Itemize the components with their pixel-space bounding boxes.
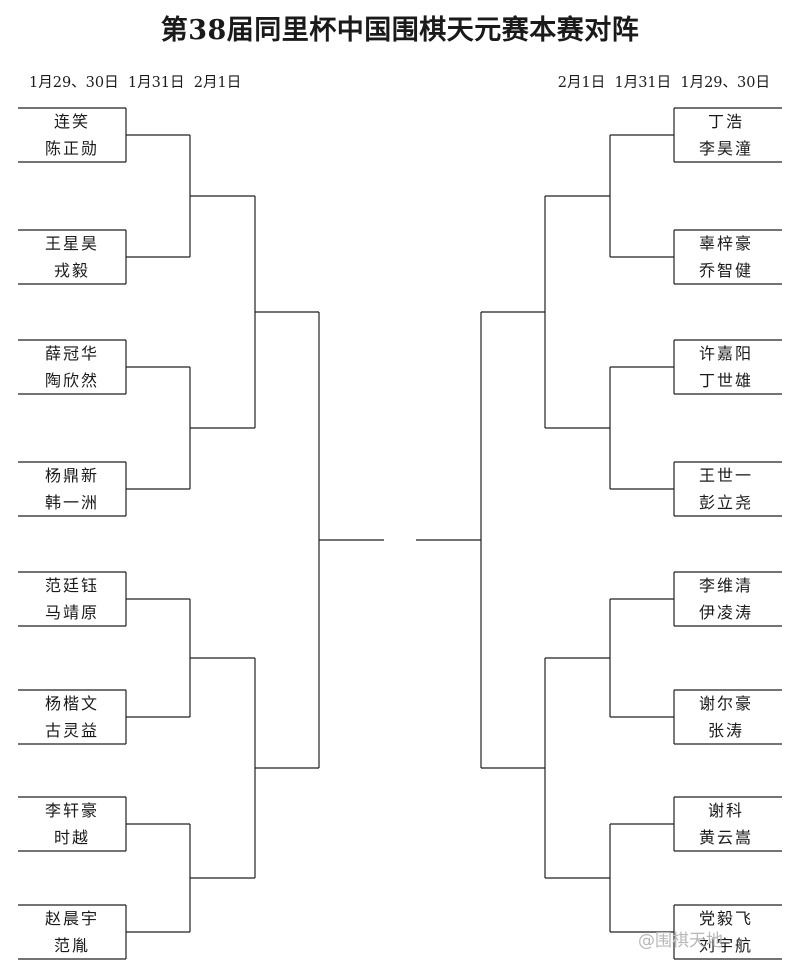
player-name: 马靖原 xyxy=(44,603,99,622)
player-name: 丁浩 xyxy=(707,112,744,131)
player-name: 李昊潼 xyxy=(698,139,753,158)
player-name: 韩一洲 xyxy=(44,493,99,512)
round-dates-left: 1月29、30日 1月31日 2月1日 xyxy=(29,75,242,91)
player-name: 杨楷文 xyxy=(44,694,99,713)
watermark: @围棋天地 xyxy=(638,931,723,951)
player-name: 杨鼎新 xyxy=(44,466,99,485)
player-name: 彭立尧 xyxy=(698,493,753,512)
player-name: 丁世雄 xyxy=(698,371,753,390)
page-title: 第38届同里杯中国围棋天元赛本赛对阵 xyxy=(160,15,640,46)
player-name: 许嘉阳 xyxy=(698,344,753,363)
player-name: 陈正勋 xyxy=(44,139,99,158)
player-name: 党毅飞 xyxy=(698,909,753,928)
player-name: 王星昊 xyxy=(44,234,99,253)
player-name: 范胤 xyxy=(53,936,90,955)
player-name: 谢尔豪 xyxy=(698,694,753,713)
player-name: 李轩豪 xyxy=(44,801,99,820)
player-name: 古灵益 xyxy=(44,721,99,740)
player-name: 赵晨宇 xyxy=(44,909,99,928)
player-name: 李维清 xyxy=(698,576,753,595)
player-name: 时越 xyxy=(53,828,90,847)
player-name: 谢科 xyxy=(707,801,744,820)
player-name: 陶欣然 xyxy=(44,371,99,390)
player-name: 连笑 xyxy=(53,112,90,131)
round-dates-right: 2月1日 1月31日 1月29、30日 xyxy=(557,75,770,91)
player-name: 薛冠华 xyxy=(44,344,99,363)
player-name: 戎毅 xyxy=(53,261,90,280)
player-name: 辜梓豪 xyxy=(698,234,753,253)
player-name: 乔智健 xyxy=(698,261,753,280)
player-name: 张涛 xyxy=(707,721,744,740)
player-name: 王世一 xyxy=(698,466,753,485)
player-name: 范廷钰 xyxy=(44,576,99,595)
player-name: 刘宇航 xyxy=(698,936,753,955)
player-name: 黄云嵩 xyxy=(698,828,753,847)
player-name: 伊凌涛 xyxy=(698,603,753,622)
